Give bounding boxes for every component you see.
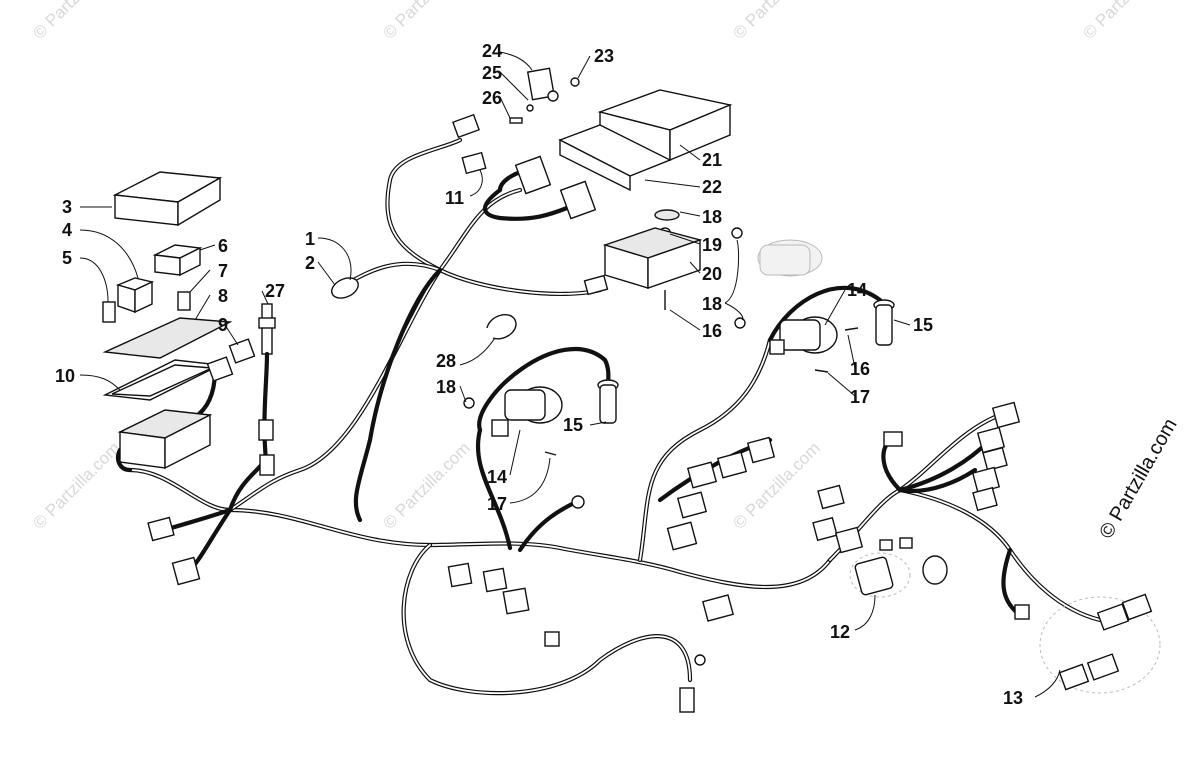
ecu-bracket[interactable] bbox=[558, 124, 672, 192]
callout-20: 20 bbox=[702, 264, 722, 284]
screw[interactable] bbox=[544, 451, 557, 456]
watermark: © Partzilla.com bbox=[29, 438, 123, 532]
harness-connector[interactable] bbox=[206, 356, 234, 382]
harness-connector[interactable] bbox=[452, 113, 480, 139]
callout-22: 22 bbox=[702, 177, 722, 197]
callout-21: 21 bbox=[702, 150, 722, 170]
callout-15: 15 bbox=[913, 315, 933, 335]
mount-bracket[interactable] bbox=[526, 67, 559, 102]
callout-24: 24 bbox=[482, 41, 502, 61]
callout-19: 19 bbox=[702, 235, 722, 255]
callout-14: 14 bbox=[847, 280, 867, 300]
retaining-ring[interactable] bbox=[486, 314, 517, 340]
callout-labels: 1 2 3 4 5 6 7 8 9 10 11 12 13 14 14 15 1… bbox=[55, 41, 1023, 708]
callout-16: 16 bbox=[702, 321, 722, 341]
callout-25: 25 bbox=[482, 63, 502, 83]
spark-plug-cap[interactable] bbox=[597, 379, 619, 424]
harness-connector[interactable] bbox=[228, 338, 256, 364]
washer[interactable] bbox=[654, 209, 680, 221]
fuse[interactable] bbox=[102, 301, 116, 323]
nut[interactable] bbox=[570, 77, 580, 87]
callout-11: 11 bbox=[445, 188, 464, 208]
harness-connector[interactable] bbox=[461, 151, 487, 175]
watermark: © Partzilla.com bbox=[729, 0, 823, 43]
mini-relay[interactable] bbox=[115, 277, 155, 314]
copyright-text: © Partzilla.com bbox=[1095, 415, 1181, 543]
harness-connectors[interactable] bbox=[147, 401, 1030, 713]
watermark: © Partzilla.com bbox=[1079, 0, 1173, 43]
screw[interactable] bbox=[509, 117, 523, 124]
fuse-card[interactable] bbox=[102, 317, 233, 359]
callout-17: 17 bbox=[850, 387, 870, 407]
callout-26: 26 bbox=[482, 88, 502, 108]
harness-connector[interactable] bbox=[583, 274, 609, 296]
callout-2: 2 bbox=[305, 253, 315, 273]
callout-18: 18 bbox=[702, 207, 722, 227]
leader-lines bbox=[79, 51, 1061, 698]
nut[interactable] bbox=[463, 397, 475, 409]
screw[interactable] bbox=[844, 327, 859, 331]
watermark: © Partzilla.com bbox=[29, 0, 123, 43]
callout-28: 28 bbox=[436, 351, 456, 371]
callout-13: 13 bbox=[1003, 688, 1023, 708]
ignition-coil[interactable] bbox=[491, 386, 563, 437]
callout-15: 15 bbox=[563, 415, 583, 435]
starter-motor-reference bbox=[757, 239, 823, 277]
watermark: © Partzilla.com bbox=[729, 438, 823, 532]
callout-3: 3 bbox=[62, 197, 72, 217]
ground-terminal bbox=[679, 687, 695, 713]
ecu-plug[interactable] bbox=[559, 180, 597, 220]
relay[interactable] bbox=[152, 244, 203, 277]
spark-plug-cap[interactable] bbox=[873, 299, 895, 346]
fuse-box-cover[interactable] bbox=[112, 171, 223, 227]
callout-8: 8 bbox=[218, 286, 228, 306]
nut[interactable] bbox=[731, 227, 743, 239]
ecu-plug[interactable] bbox=[514, 155, 552, 195]
callout-17: 17 bbox=[487, 494, 507, 514]
washer[interactable] bbox=[526, 104, 534, 112]
fuse[interactable] bbox=[177, 291, 191, 311]
callout-1: 1 bbox=[305, 229, 315, 249]
callout-9: 9 bbox=[218, 315, 228, 335]
switch-connector-assembly[interactable] bbox=[849, 537, 948, 598]
callout-18: 18 bbox=[702, 294, 722, 314]
callout-10: 10 bbox=[55, 366, 75, 386]
callout-16: 16 bbox=[850, 359, 870, 379]
callout-23: 23 bbox=[594, 46, 614, 66]
fuse-box-base[interactable] bbox=[117, 409, 213, 470]
voltage-regulator[interactable] bbox=[602, 227, 703, 289]
ecu-module[interactable] bbox=[597, 89, 733, 162]
callout-5: 5 bbox=[62, 248, 72, 268]
fuse-box-gasket[interactable] bbox=[102, 359, 223, 401]
screw[interactable] bbox=[814, 369, 829, 373]
injector-connector-set[interactable] bbox=[1039, 593, 1161, 694]
callout-4: 4 bbox=[62, 220, 72, 240]
grommet[interactable] bbox=[329, 274, 362, 302]
callout-27: 27 bbox=[265, 281, 285, 301]
sensor[interactable] bbox=[258, 303, 276, 476]
callout-12: 12 bbox=[830, 622, 850, 642]
callout-14: 14 bbox=[487, 467, 507, 487]
nut[interactable] bbox=[734, 317, 746, 329]
callout-7: 7 bbox=[218, 261, 228, 281]
callout-6: 6 bbox=[218, 236, 228, 256]
ignition-coil[interactable] bbox=[769, 316, 838, 355]
watermark: © Partzilla.com bbox=[379, 0, 473, 43]
callout-18: 18 bbox=[436, 377, 456, 397]
watermark: © Partzilla.com bbox=[379, 438, 473, 532]
